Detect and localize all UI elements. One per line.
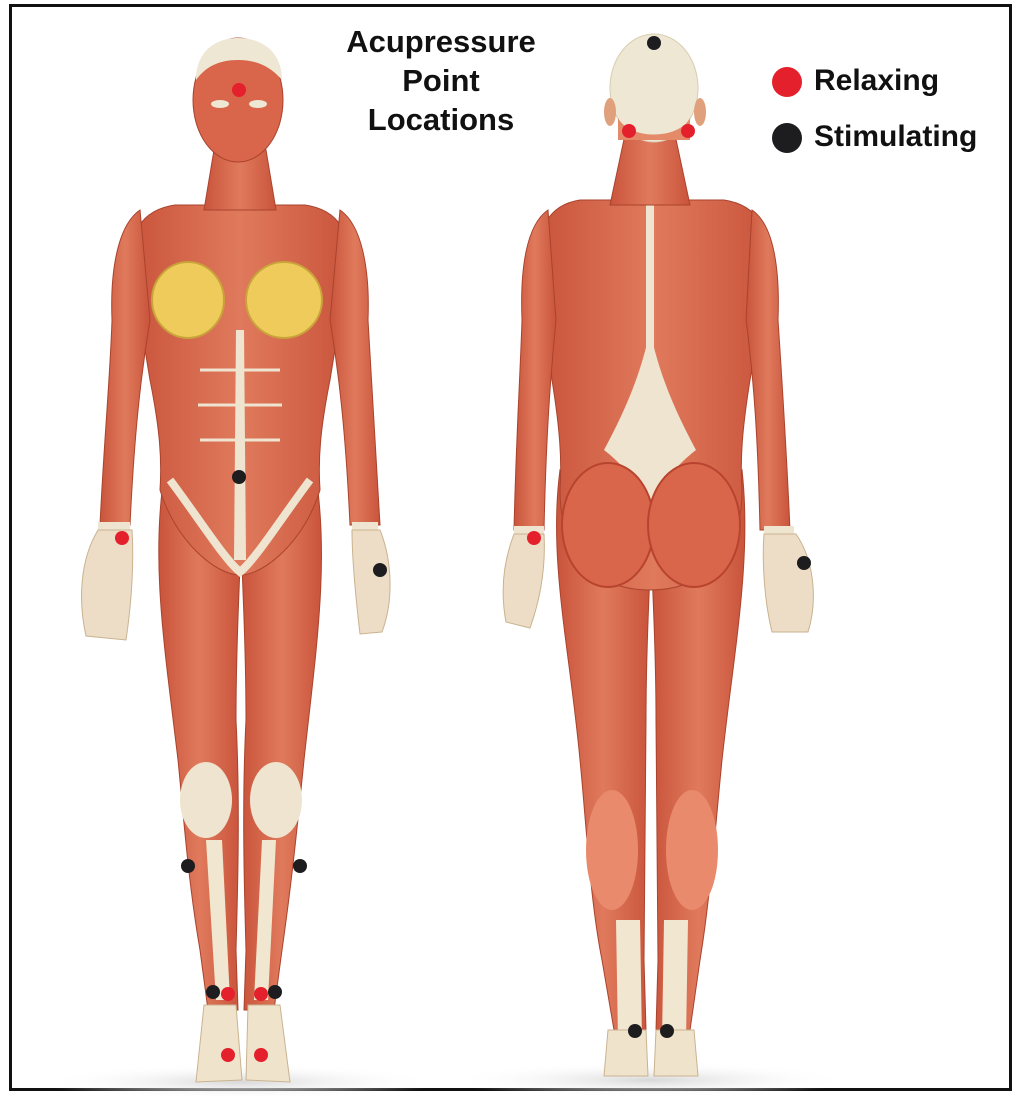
point-relaxing-right-ankle — [254, 987, 268, 1001]
point-relaxing-right-neck — [681, 124, 695, 138]
legend-label-stimulating: Stimulating — [814, 120, 977, 154]
point-stimulating-right-inner-ankle — [268, 985, 282, 999]
point-relaxing-left-ankle — [221, 987, 235, 1001]
back-left-calf — [586, 790, 638, 910]
point-stimulating-left-inner-ankle — [206, 985, 220, 999]
floor-shadow-back — [450, 1062, 850, 1097]
front-left-eye — [211, 100, 229, 108]
back-left-hand — [503, 534, 544, 628]
front-right-foot — [246, 1005, 290, 1082]
front-right-breast — [246, 262, 322, 338]
back-left-arm — [514, 210, 556, 530]
diagram-title: Acupressure Point Locations — [330, 22, 552, 139]
point-relaxing-back-wrist — [527, 531, 541, 545]
back-left-ear — [604, 98, 616, 126]
title-line-3: Locations — [330, 100, 552, 139]
back-right-calf — [666, 790, 718, 910]
point-stimulating-back-hand — [797, 556, 811, 570]
point-stimulating-left-shin — [181, 859, 195, 873]
front-left-arm — [100, 210, 150, 525]
title-line-1: Acupressure — [330, 22, 552, 61]
front-left-breast — [152, 262, 224, 338]
point-relaxing-forehead — [232, 83, 246, 97]
back-right-ear — [694, 98, 706, 126]
front-left-foot — [196, 1005, 242, 1082]
back-right-hand — [763, 534, 813, 632]
back-left-glute — [562, 463, 654, 587]
back-right-heel — [654, 1030, 698, 1076]
relaxing-dot-icon — [772, 67, 802, 97]
stimulating-dot-icon — [772, 123, 802, 153]
front-right-arm — [330, 210, 380, 525]
point-stimulating-front-hand — [373, 563, 387, 577]
back-right-arm — [746, 210, 790, 530]
front-linea-alba — [234, 330, 246, 560]
front-left-knee — [180, 762, 232, 838]
back-left-achilles — [616, 920, 642, 1040]
front-right-knee — [250, 762, 302, 838]
back-figure — [503, 34, 813, 1076]
front-figure — [82, 38, 391, 1082]
back-left-heel — [604, 1030, 648, 1076]
point-stimulating-left-heel — [628, 1024, 642, 1038]
point-relaxing-left-foot — [221, 1048, 235, 1062]
point-stimulating-right-heel — [660, 1024, 674, 1038]
front-right-eye — [249, 100, 267, 108]
point-stimulating-abdomen — [232, 470, 246, 484]
legend-label-relaxing: Relaxing — [814, 64, 939, 98]
point-relaxing-right-foot — [254, 1048, 268, 1062]
front-left-hand — [82, 530, 133, 640]
point-relaxing-left-neck — [622, 124, 636, 138]
back-right-glute — [648, 463, 740, 587]
point-stimulating-right-shin — [293, 859, 307, 873]
point-stimulating-crown — [647, 36, 661, 50]
title-line-2: Point — [330, 61, 552, 100]
point-relaxing-front-wrist — [115, 531, 129, 545]
back-right-achilles — [662, 920, 688, 1040]
front-right-hand — [352, 530, 390, 634]
